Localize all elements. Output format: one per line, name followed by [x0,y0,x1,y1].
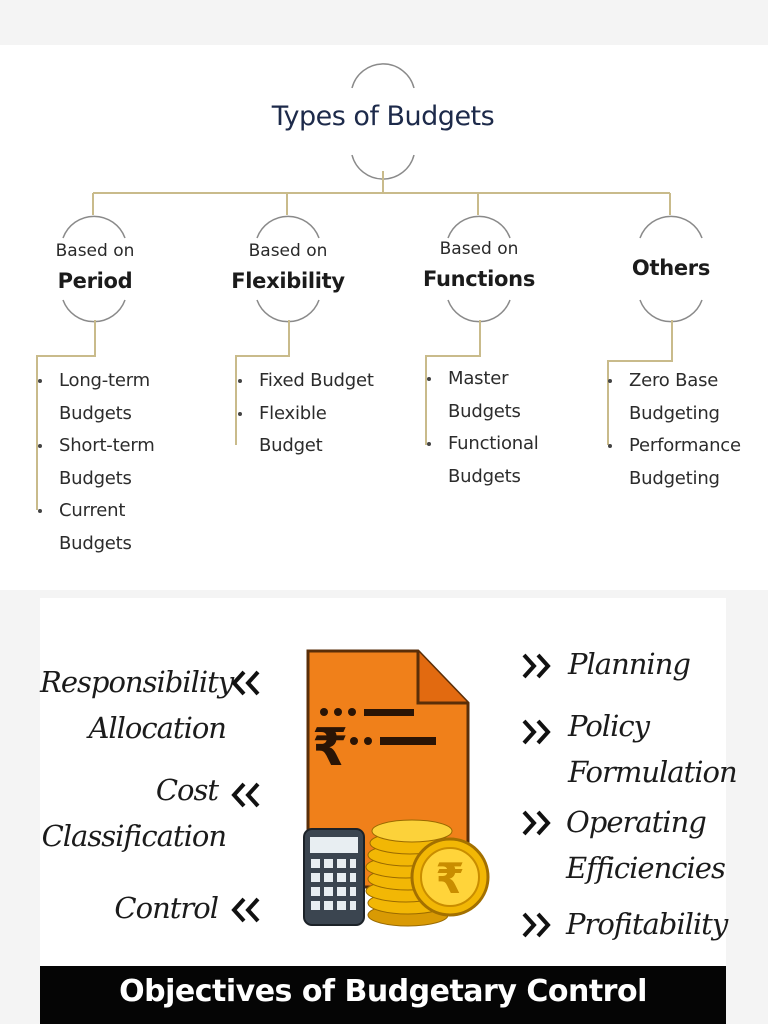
list-item: Current Budgets [37,495,189,560]
objective-allocation: Allocation [88,711,227,745]
objective-control: Control [114,891,219,925]
chevron-right-icon [522,653,551,679]
objective-formulation: Formulation [568,755,738,789]
chevron-right-icon [522,912,551,938]
category-name: Period [57,269,133,293]
list-item: Flexible Budget [237,398,389,463]
chevron-right-icon [522,810,551,836]
chevron-left-icon [231,782,260,808]
budget-illustration: ₹ ₹ [303,649,490,927]
category-functions: Based on Functions [404,239,554,293]
list-item: Short-term Budgets [37,430,189,495]
objective-operating: Operating [566,805,707,839]
rupee-icon: ₹ [312,718,348,778]
title-arc-top [351,63,415,89]
category-flexibility: Based on Flexibility [213,241,363,295]
objective-policy: Policy [568,709,650,743]
objective-profitability: Profitability [566,907,728,941]
list-item: Functional Budgets [426,428,578,493]
list-item: Zero Base Budgeting [607,365,768,430]
types-title: Types of Budgets [271,101,495,132]
others-items: Zero Base Budgeting Performance Budgetin… [607,365,768,495]
chevron-right-icon [522,719,551,745]
calculator-icon [303,828,365,926]
period-items: Long-term Budgets Short-term Budgets Cur… [37,365,189,560]
chevron-left-icon [231,897,260,923]
category-prefix: Based on [55,241,135,261]
flexibility-items: Fixed Budget Flexible Budget [237,365,389,463]
footer-title: Objectives of Budgetary Control [119,974,647,1009]
functions-items: Master Budgets Functional Budgets [426,363,578,493]
footer-bar: Objectives of Budgetary Control [40,966,726,1024]
objective-classification: Classification [41,819,227,853]
category-prefix: Based on [248,241,328,261]
list-item: Performance Budgeting [607,430,768,495]
list-item: Long-term Budgets [37,365,189,430]
list-item: Fixed Budget [237,365,389,398]
rupee-coin-symbol: ₹ [435,854,464,903]
category-name: Others [631,256,711,280]
rupee-coin-icon: ₹ [410,837,490,917]
category-others: Others [596,254,746,282]
chevron-left-icon [231,670,260,696]
objective-cost: Cost [155,773,219,807]
tree-connectors [36,63,703,510]
types-of-budgets-panel: Types of Budgets Based on Period Based o… [0,45,768,590]
category-name: Functions [422,267,536,291]
objective-planning: Planning [568,647,691,681]
category-prefix: Based on [439,239,519,259]
list-item: Master Budgets [426,363,578,428]
category-name: Flexibility [231,269,345,293]
objective-responsibility: Responsibility [40,665,234,699]
objective-efficiencies: Efficiencies [566,851,726,885]
category-period: Based on Period [20,241,170,295]
